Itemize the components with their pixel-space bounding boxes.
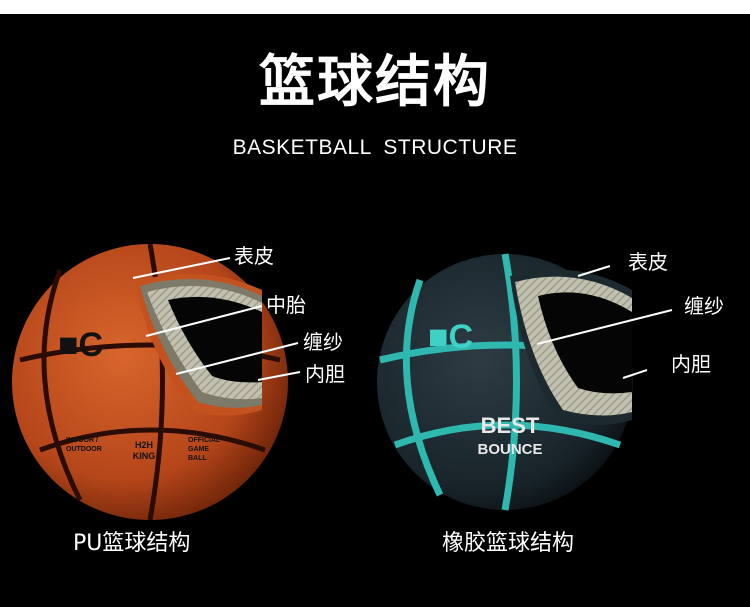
- pu-caption: PU篮球结构: [73, 531, 191, 556]
- pu-ball-logo: ■C: [58, 326, 104, 364]
- pu-ball-print-right: OFFICIAL GAME BALL: [188, 437, 221, 462]
- pu-layer-label-yarn: 缠纱: [303, 330, 343, 354]
- leader-line: [536, 309, 673, 345]
- page-subtitle: BASKETBALL STRUCTURE: [232, 136, 518, 159]
- top-band: [0, 0, 750, 14]
- rubber-layer-label-cover: 表皮: [628, 250, 668, 274]
- rubber-caption: 橡胶篮球结构: [442, 531, 575, 556]
- pu-ball-print-left: INDOOR / OUTDOOR: [66, 437, 102, 453]
- rubber-basketball-icon: [377, 253, 633, 511]
- pu-ball-king-mark: H2H KING: [132, 440, 156, 461]
- pu-layer-label-bladder: 内胆: [305, 362, 345, 386]
- leader-line: [622, 369, 648, 379]
- rubber-layer-label-bladder: 内胆: [671, 352, 711, 376]
- pu-layer-label-cover: 表皮: [234, 244, 274, 268]
- rubber-ball-print: BEST BOUNCE: [477, 413, 543, 459]
- leader-line: [577, 265, 611, 277]
- leader-line: [257, 371, 301, 381]
- pu-layer-label-middle: 中胎: [266, 293, 306, 317]
- leader-line: [145, 305, 263, 337]
- page-title: 篮球结构: [259, 50, 491, 115]
- rubber-layer-label-yarn: 缠纱: [684, 294, 724, 318]
- leader-line: [175, 342, 299, 375]
- rubber-ball-logo: ■C: [428, 318, 474, 356]
- pu-basketball-icon: [12, 243, 288, 521]
- leader-line: [132, 257, 231, 279]
